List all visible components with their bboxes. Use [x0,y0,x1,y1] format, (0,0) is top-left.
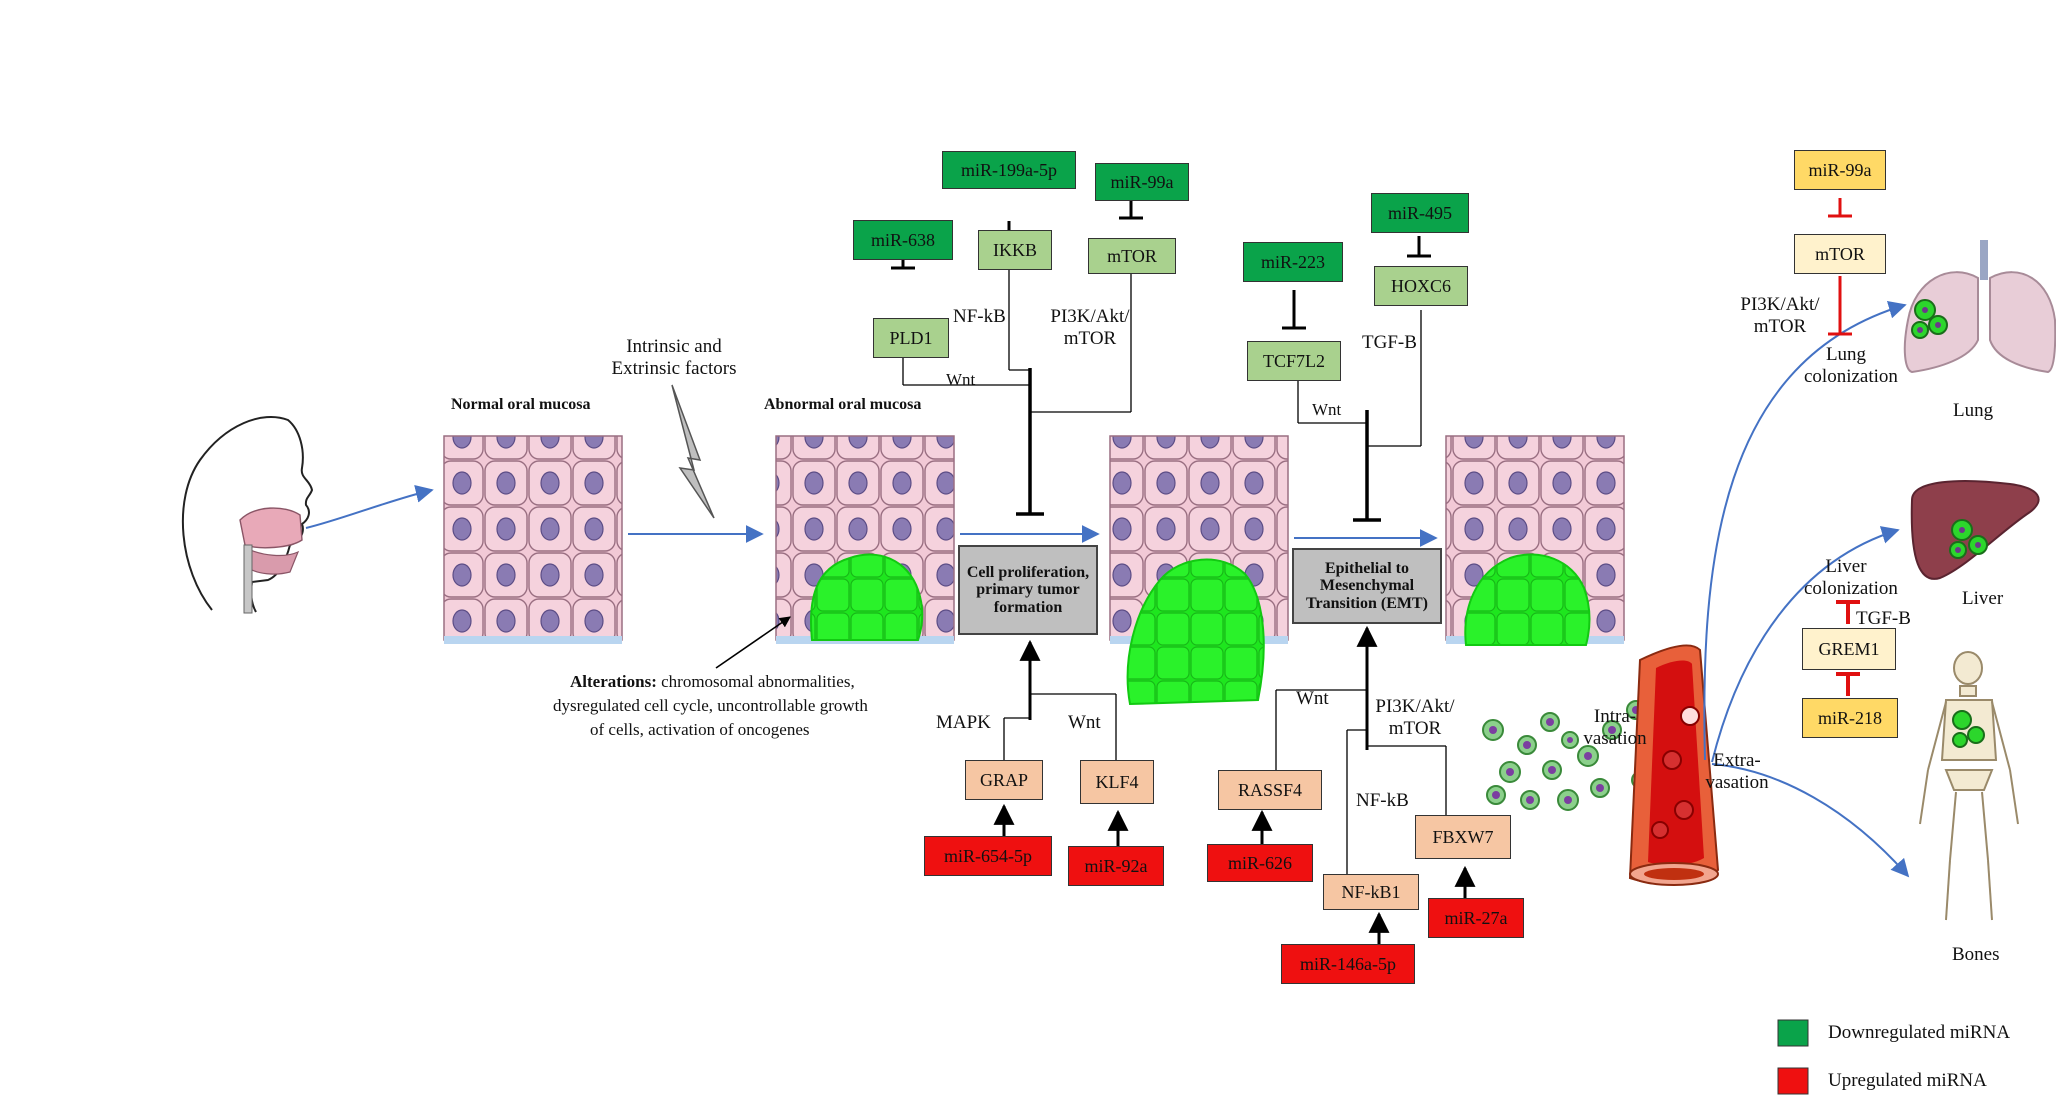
emt-activation-network [1251,625,1476,944]
blood-vessel-illustration [1628,644,1720,886]
primary-tumor-tissue [1109,435,1289,706]
liver-label: Liver [1962,588,2004,609]
wnt-top-label: Wnt [946,370,976,389]
legend-down-label: Downregulated miRNA [1828,1022,2011,1043]
arrow-head-to-normal [305,485,434,529]
mir-638-box: miR-638 [853,220,953,260]
legend-up-label: Upregulated miRNA [1828,1070,1987,1091]
lung-colonization-label: Lung colonization [1804,344,1898,387]
tgfb-liver-label: TGF-B [1856,608,1911,629]
bones-label: Bones [1952,944,2000,965]
emt-inhibition-network [1282,236,1431,522]
pld1-box: PLD1 [873,318,949,358]
fbxw7-box: FBXW7 [1415,815,1511,859]
proliferation-activation-network [993,639,1129,846]
alterations-line1: Alterations: chromosomal abnormalities, [570,672,855,691]
pi3k-bottom-label: PI3K/Akt/ mTOR [1375,696,1455,739]
abnormal-mucosa-label: Abnormal oral mucosa [764,396,922,413]
normal-mucosa-label: Normal oral mucosa [451,396,591,413]
proliferation-box: Cell proliferation, primary tumor format… [958,545,1098,635]
liver-illustration [1910,480,2040,580]
liver-colonization-label: Liver colonization [1804,556,1898,599]
pi3k-top-label: PI3K/Akt/ mTOR [1050,306,1130,349]
mir-99a-box: miR-99a [1095,163,1189,201]
nfkb-top-label: NF-kB [953,306,1006,327]
mir-626-box: miR-626 [1207,844,1313,882]
normal-mucosa-tissue [443,435,623,644]
extravasation-label: Extra- vasation [1705,750,1769,793]
mtor-box: mTOR [1088,238,1176,274]
lightning-bolt-icon [671,384,715,519]
met-mtor-box: mTOR [1794,234,1886,274]
emt-box: Epithelial to Mesenchymal Transition (EM… [1292,548,1442,624]
abnormal-mucosa-tissue [775,435,955,644]
nfkb1-box: NF-kB1 [1323,874,1419,910]
alterations-pointer-arrow [715,616,791,669]
mir-495-box: miR-495 [1371,193,1469,233]
emt-tumor-tissue [1445,435,1625,646]
wnt-emt-top-label: Wnt [1312,400,1342,419]
arrow-to-lung [1703,301,1907,761]
skeleton-illustration [1919,651,2019,921]
mir-199a-5p-box: miR-199a-5p [942,151,1076,189]
lung-label: Lung [1953,400,1994,421]
mir-92a-box: miR-92a [1068,846,1164,886]
mir-27a-box: miR-27a [1428,898,1524,938]
mapk-label: MAPK [936,712,991,733]
head-profile-illustration [181,415,314,614]
mir-223-box: miR-223 [1243,242,1343,282]
grap-box: GRAP [965,760,1043,800]
mir-654-5p-box: miR-654-5p [924,836,1052,876]
metastasis-inhibition-markers [1828,198,1860,696]
met-mir-99a-box: miR-99a [1794,150,1886,190]
intravasation-label: Intra- vasation [1583,706,1647,749]
pi3k-lung-label: PI3K/Akt/ mTOR [1740,294,1820,337]
nfkb-bottom-label: NF-kB [1356,790,1409,811]
klf4-box: KLF4 [1080,760,1154,804]
wnt-bottom-label: Wnt [1068,712,1101,733]
legend-swatch-up [1777,1067,1809,1095]
hoxc6-box: HOXC6 [1374,266,1468,306]
mir-146a-5p-box: miR-146a-5p [1281,944,1415,984]
arrow-to-liver [1711,526,1900,763]
alterations-line2: dysregulated cell cycle, uncontrollable … [553,696,868,715]
tcf7l2-box: TCF7L2 [1247,341,1341,381]
met-grem1-box: GREM1 [1802,628,1896,670]
arrow-to-bones [1711,763,1910,878]
factors-label: Intrinsic and Extrinsic factors [611,336,737,379]
legend-swatch-down [1777,1019,1809,1047]
lung-illustration [1903,240,2056,374]
alterations-line3: of cells, activation of oncogenes [590,720,810,739]
rassf4-box: RASSF4 [1218,770,1322,810]
wnt-rassf4-label: Wnt [1296,688,1329,709]
ikkb-box: IKKB [978,230,1052,270]
met-mir-218-box: miR-218 [1802,698,1898,738]
tgfb-top-label: TGF-B [1362,332,1417,353]
